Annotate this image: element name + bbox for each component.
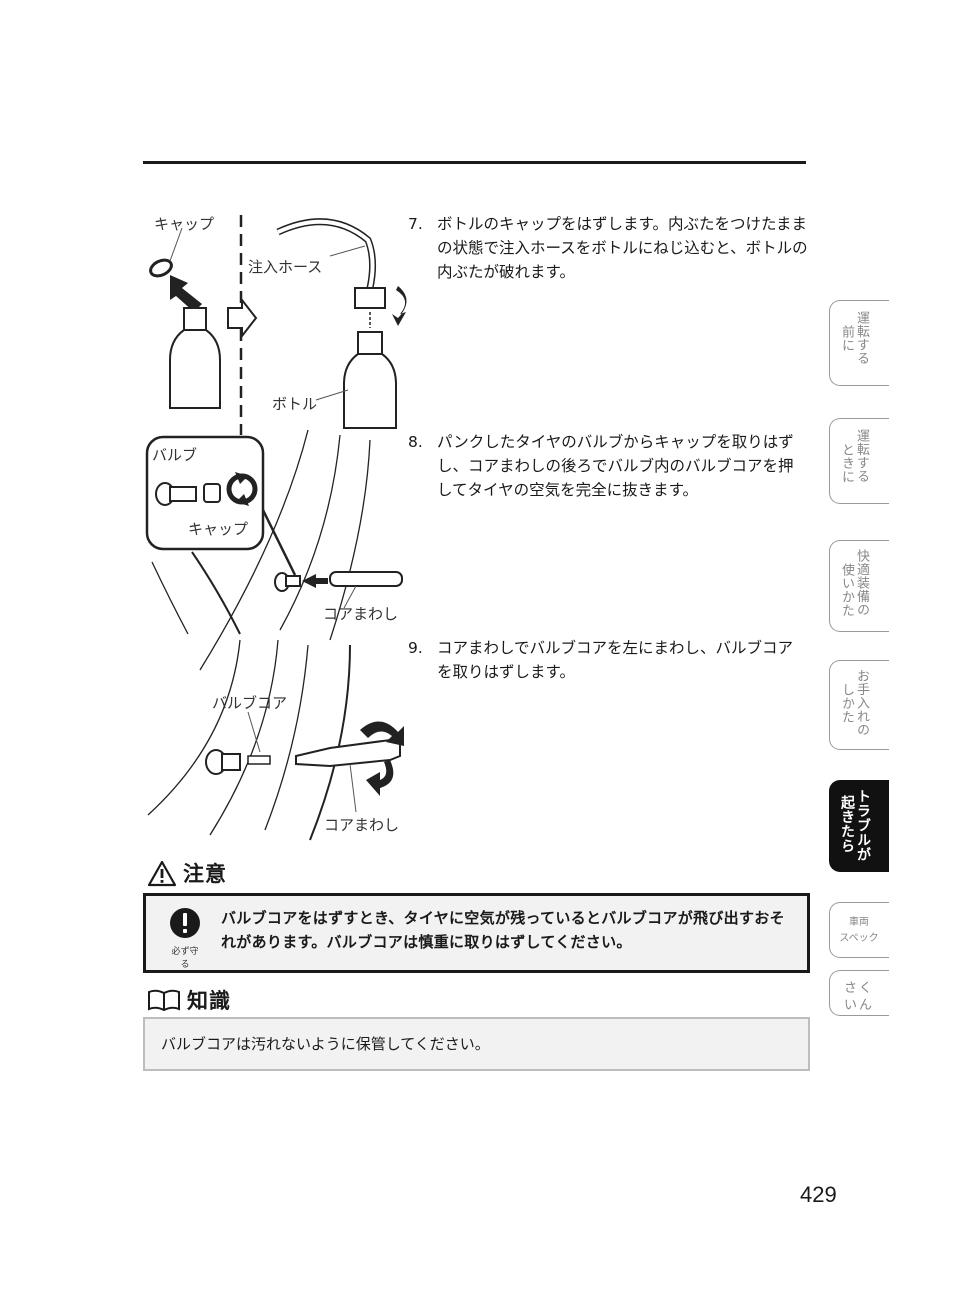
illustration-drawing [145,215,407,841]
tab-text-col1: 運転する [854,311,869,365]
knowledge-text: バルブコアは汚れないように保管してください。 [161,1035,490,1053]
mandatory-caption: 必ず守る [171,947,199,970]
tab-text-line2: スペック [839,933,879,944]
tab-while-driving[interactable]: 運転する ときに [829,418,889,504]
tab-before-driving[interactable]: 運転する 前に [829,300,889,386]
label-hose: 注入ホース [248,258,323,276]
knowledge-box: バルブコアは汚れないように保管してください。 [143,1017,810,1071]
tab-troubleshooting[interactable]: トラブルが 起きたら [829,780,889,872]
mandatory-icon-group: 必ず守る [168,907,202,970]
label-valve: バルブ [152,446,198,464]
tab-text-col1: トラブルが [855,789,871,862]
tab-text-col2: 起きたら [839,795,855,853]
open-book-icon [148,989,180,1012]
label-core-tool-1: コアまわし [323,605,399,623]
knowledge-title: 知識 [187,989,231,1013]
step-number: 8. [408,433,423,451]
tab-text-col2: しかた [839,683,854,724]
step-text: ボトルのキャップをはずします。内ぶたをつけたままの状態で注入ホースをボトルにねじ… [437,215,808,281]
tab-text-col2: 使いかた [839,563,854,617]
tab-text-line2: いん [843,998,874,1013]
tab-text-col1: 運転する [854,429,869,483]
tab-text-col2: ときに [839,443,854,484]
label-bottle: ボトル [272,395,318,413]
step-9: 9. コアまわしでバルブコアを左にまわし、バルブコアを取りはずします。 [408,636,808,684]
step-number: 7. [408,215,423,233]
label-valve-core: バルブコア [212,694,288,712]
tab-text-line1: 車両 [849,917,869,928]
caution-box: 必ず守る バルブコアをはずすとき、タイヤに空気が残っているとバルブコアが飛び出す… [143,893,810,973]
repair-illustration: キャップ 注入ホース ボトル バルブ キャップ コアまわし バルブコア コアまわ… [130,200,420,850]
tab-text-col2: 前に [839,325,854,352]
caution-heading: 注意 [147,858,227,888]
label-cap-inset: キャップ [188,520,249,538]
step-7: 7. ボトルのキャップをはずします。内ぶたをつけたままの状態で注入ホースをボトル… [408,212,808,284]
step-text: パンクしたタイヤのバルブからキャップを取りはずし、コアまわしの後ろでバルブ内のバ… [437,433,794,499]
step-text: コアまわしでバルブコアを左にまわし、バルブコアを取りはずします。 [437,639,794,681]
tab-maintenance[interactable]: お手入れの しかた [829,660,889,750]
tab-vehicle-specs[interactable]: 車両 スペック [829,902,889,958]
tab-text-col1: 快適装備の [854,549,869,617]
exclamation-circle-icon [170,908,200,938]
step-number: 9. [408,639,423,657]
tab-index[interactable]: さく いん [829,970,889,1016]
tab-text-line1: さく [843,981,874,996]
tab-text-col1: お手入れの [854,669,869,737]
step-8: 8. パンクしたタイヤのバルブからキャップを取りはずし、コアまわしの後ろでバルブ… [408,430,808,502]
warning-triangle-icon [147,860,177,886]
label-cap-top: キャップ [154,215,215,233]
label-core-tool-2: コアまわし [324,816,400,834]
page-number: 429 [800,1182,837,1207]
caution-text: バルブコアをはずすとき、タイヤに空気が残っているとバルブコアが飛び出すおそれがあ… [221,909,785,951]
knowledge-heading: 知識 [147,985,231,1015]
tab-comfort-features[interactable]: 快適装備の 使いかた [829,540,889,632]
header-rule [143,161,806,164]
caution-title: 注意 [183,862,227,886]
